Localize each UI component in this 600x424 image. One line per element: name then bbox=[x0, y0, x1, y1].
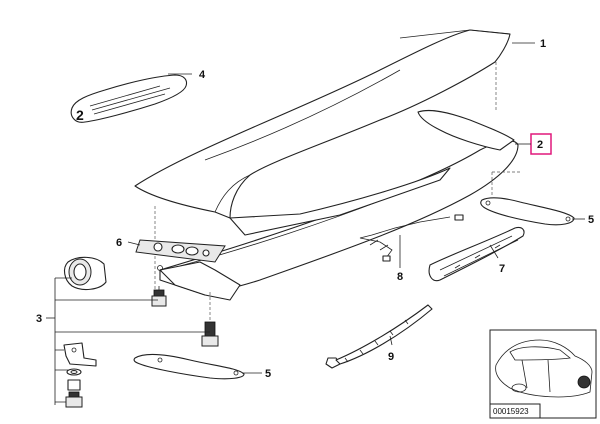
cable-harness bbox=[359, 214, 464, 262]
inset-reference-number: 00015923 bbox=[493, 407, 529, 416]
mounting-screw-left bbox=[151, 286, 167, 307]
bracket-3 bbox=[54, 277, 210, 405]
sticker-number: 2 bbox=[76, 107, 84, 123]
bracket-clip bbox=[63, 342, 97, 367]
callout-6: 6 bbox=[116, 237, 122, 249]
callout-1: 1 bbox=[540, 38, 546, 50]
mounting-screw-center bbox=[201, 321, 219, 347]
callout-9: 9 bbox=[388, 351, 394, 363]
leader-9 bbox=[389, 335, 393, 346]
bottom-screw bbox=[65, 391, 83, 408]
leader-7 bbox=[489, 244, 499, 259]
gasket-plate bbox=[135, 239, 226, 263]
callout-4: 4 bbox=[199, 69, 206, 81]
callout-5a: 5 bbox=[588, 214, 594, 226]
inset-car-view: 00015923 bbox=[489, 329, 597, 419]
warning-sticker: 2 bbox=[70, 74, 188, 123]
rear-spoiler bbox=[134, 29, 519, 330]
seal-strip-lower bbox=[133, 353, 245, 380]
seal-strip-upper bbox=[480, 171, 575, 226]
callout-2: 2 bbox=[537, 139, 543, 151]
callout-7: 7 bbox=[499, 263, 505, 275]
callout-8: 8 bbox=[397, 271, 403, 283]
callout-5b: 5 bbox=[265, 368, 271, 380]
leader-6 bbox=[127, 241, 141, 246]
cable-tie bbox=[325, 304, 433, 369]
washer-nut bbox=[66, 368, 82, 391]
third-brake-light bbox=[428, 226, 525, 282]
callout-3: 3 bbox=[36, 313, 42, 325]
rubber-buffer bbox=[63, 256, 107, 291]
